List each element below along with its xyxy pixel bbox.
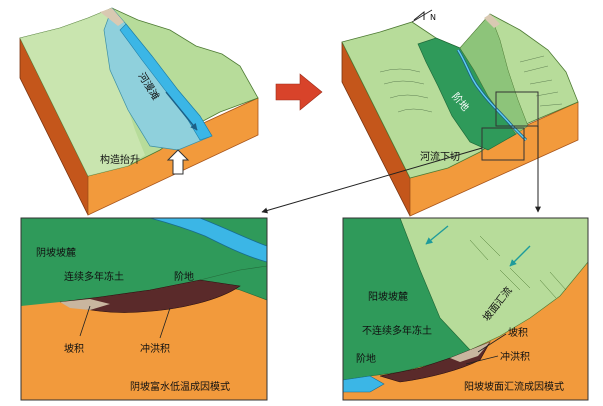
uplift-arrow-icon xyxy=(166,149,190,175)
left-inset-slope xyxy=(21,218,267,306)
right-inset-hachures xyxy=(469,235,567,299)
right-inset-permafrost-label: 不连续多年冻土 xyxy=(362,324,432,337)
left-inset xyxy=(21,218,267,400)
left-inset-colluvium-light xyxy=(60,299,110,310)
left-river-channel xyxy=(119,23,213,141)
left-inset-alluvium-label: 冲洪积 xyxy=(140,342,170,355)
right-peak-rock xyxy=(484,14,500,28)
right-inset-frame xyxy=(342,217,589,401)
right-river-highlight xyxy=(457,49,527,141)
leader-to-left-inset xyxy=(261,147,483,214)
right-inset-caption: 阳坡坡面汇流成因模式 xyxy=(464,380,564,393)
right-colluvium-leader xyxy=(477,333,507,353)
right-inset xyxy=(343,218,588,400)
left-flow-arrow xyxy=(165,91,198,131)
right-slope-hachures xyxy=(519,55,563,107)
north-arrow-icon: N xyxy=(411,9,436,23)
right-alluvium-leader xyxy=(465,355,499,365)
left-colluvium-leader xyxy=(79,305,91,337)
north-label: N xyxy=(430,13,436,22)
transition-arrow-icon xyxy=(275,73,323,111)
left-inset-slope-label: 阴坡坡麓 xyxy=(36,246,76,259)
left-block-diagram: 河漫滩 构造抬升 xyxy=(19,7,259,216)
left-uplift-label: 构造抬升 xyxy=(100,153,140,166)
right-inset-colluvium-light xyxy=(450,342,490,362)
left-peak-rock xyxy=(100,8,124,26)
left-inset-frame xyxy=(20,217,268,401)
detail-box-upper xyxy=(495,91,539,127)
right-inset-alluvium-label: 冲洪积 xyxy=(500,350,530,363)
detail-box-lower xyxy=(481,127,525,161)
right-inset-flow-arrow-1 xyxy=(425,225,449,245)
left-inset-caption: 阴坡富水低温成因模式 xyxy=(130,380,230,393)
right-inset-slope-label: 阳坡坡麓 xyxy=(368,290,408,303)
right-inset-flow-arrow-2 xyxy=(509,245,531,267)
right-inset-colluvium-label: 坡积 xyxy=(508,326,528,339)
left-alluvium-leader xyxy=(159,307,171,339)
left-inset-river xyxy=(149,218,267,263)
right-inset-river xyxy=(343,375,385,393)
right-incision-label: 河流下切 xyxy=(420,150,460,163)
left-inset-terrace-label: 阶地 xyxy=(174,270,194,283)
left-slope-hachures xyxy=(379,68,433,113)
right-inset-terrace-label: 阶地 xyxy=(356,352,376,365)
left-inset-colluvium-label: 坡积 xyxy=(64,342,84,355)
left-block-left-slope xyxy=(20,8,145,176)
right-block-diagram: N 阶地 河流下切 xyxy=(341,9,579,217)
left-inset-permafrost-label: 连续多年冻土 xyxy=(64,270,124,283)
